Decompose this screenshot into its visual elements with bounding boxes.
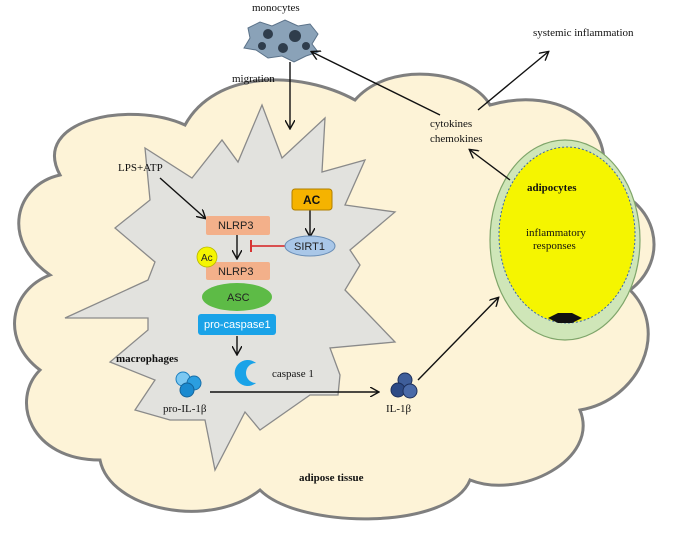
ac-small-label: Ac: [201, 253, 213, 264]
to-monocytes-arrow: [312, 52, 441, 116]
ac-box: [291, 188, 333, 211]
nlrp3-top-label: NLRP3: [218, 220, 253, 232]
nlrp3-bottom-box: [206, 262, 270, 280]
sirt1-ellipse: [284, 235, 336, 257]
to-systemic-arrow: [477, 52, 548, 111]
caspase1-label: caspase 1: [272, 368, 314, 380]
il1b-trimer-icon: [390, 372, 418, 399]
responses-label: responses: [533, 240, 576, 252]
ac-small-circle: [196, 246, 218, 268]
pro-caspase1-box: [198, 314, 276, 335]
inflammatory-label: inflammatory: [526, 227, 586, 239]
pro-caspase1-label: pro-caspase1: [204, 319, 271, 331]
il1b-to-adipocyte-arrow: [417, 298, 498, 381]
cytokines-label: cytokines: [430, 118, 472, 130]
monocyte-cluster-icon: [243, 19, 319, 63]
nlrp3-bottom-label: NLRP3: [218, 266, 253, 278]
caspase-crescent-icon: [234, 360, 256, 387]
to-cytokines-arrow: [470, 150, 511, 181]
macrophages-label: macrophages: [116, 353, 179, 365]
il1b-label: IL-1β: [386, 403, 412, 415]
asc-label: ASC: [227, 292, 250, 304]
adipocyte-lipid-droplet: [498, 146, 636, 324]
chemokines-label: chemokines: [430, 133, 483, 145]
lps-arrow: [159, 177, 205, 218]
nucleus-icon: [548, 313, 582, 323]
pro-il1b-trimer-icon: [175, 371, 202, 398]
lps-atp-label: LPS+ATP: [118, 162, 163, 174]
adipocytes-label: adipocytes: [527, 182, 577, 194]
nlrp3-top-box: [206, 216, 270, 235]
monocytes-label: monocytes: [252, 2, 300, 14]
systemic-inflammation-label: systemic inflammation: [533, 27, 634, 39]
asc-ellipse: [202, 283, 272, 311]
migration-label: migration: [232, 73, 275, 85]
adipose-tissue-label: adipose tissue: [299, 472, 364, 484]
pro-il1b-label: pro-IL-1β: [163, 403, 207, 415]
sirt1-label: SIRT1: [294, 241, 325, 253]
ac-label: AC: [303, 193, 321, 207]
